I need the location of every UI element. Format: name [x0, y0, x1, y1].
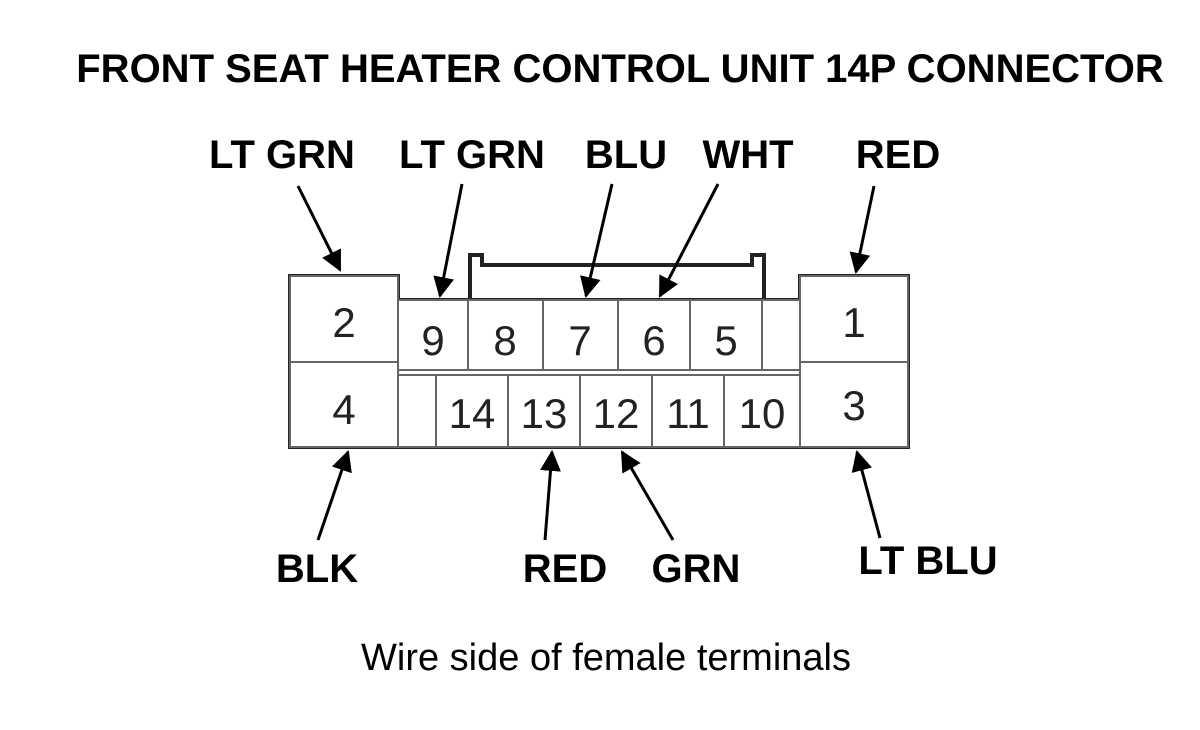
pin-number-7: 7: [568, 317, 591, 364]
wire-label-top-pin7: BLU: [585, 133, 667, 177]
arrow-to-pin1: [849, 185, 876, 275]
pin-cell-3: [799, 361, 909, 448]
connector-latch: [468, 253, 766, 300]
pin-cell-14: [435, 374, 509, 448]
pin-cell-10: [723, 374, 801, 448]
wire-label-bottom-pin13: RED: [523, 547, 607, 591]
pin-number-6: 6: [642, 317, 665, 364]
arrow-to-pin2: [296, 185, 342, 272]
diagram-title: FRONT SEAT HEATER CONTROL UNIT 14P CONNE…: [76, 47, 1164, 91]
arrow-to-pin7: [580, 183, 614, 299]
arrow-to-pin6: [658, 183, 720, 298]
pin-cell-1: [799, 275, 909, 363]
pin-number-8: 8: [493, 317, 516, 364]
wire-label-bottom-pin3: LT BLU: [858, 539, 997, 583]
pin-cell-7: [542, 299, 619, 371]
connector-body: 2 4 1 3 9 8 7 6 5 14 13 12 11 10: [288, 253, 910, 449]
pin-number-12: 12: [593, 390, 640, 437]
pin-number-9: 9: [421, 317, 444, 364]
wire-label-top-pin6: WHT: [702, 133, 793, 177]
wire-label-top-pin9: LT GRN: [399, 133, 545, 177]
pin-number-1: 1: [842, 299, 865, 346]
pin-cell-4: [289, 361, 399, 448]
diagram-caption: Wire side of female terminals: [361, 637, 851, 679]
pin-number-4: 4: [332, 386, 355, 433]
wire-label-bottom-pin4: BLK: [276, 547, 358, 591]
arrow-to-pin3: [851, 449, 882, 539]
pin-number-5: 5: [714, 317, 737, 364]
arrow-to-pin13: [540, 449, 561, 541]
pin-number-2: 2: [332, 299, 355, 346]
pin-cell-blank-bottom: [397, 374, 437, 448]
pin-cell-9: [397, 299, 469, 371]
pin-number-11: 11: [666, 390, 710, 437]
wire-label-bottom-pin12: GRN: [652, 547, 741, 591]
pin-number-10: 10: [739, 390, 786, 437]
arrow-to-pin12: [620, 450, 675, 541]
pin-cell-8: [467, 299, 544, 371]
pin-cell-blank-top: [761, 299, 801, 371]
wire-label-top-pin1: RED: [856, 133, 940, 177]
arrow-to-pin9: [433, 183, 464, 299]
arrow-to-pin4: [316, 450, 352, 541]
pin-cell-12: [579, 374, 653, 448]
pin-number-3: 3: [842, 382, 865, 429]
wire-label-top-pin2: LT GRN: [209, 133, 355, 177]
pin-number-13: 13: [521, 390, 568, 437]
pin-number-14: 14: [449, 390, 496, 437]
